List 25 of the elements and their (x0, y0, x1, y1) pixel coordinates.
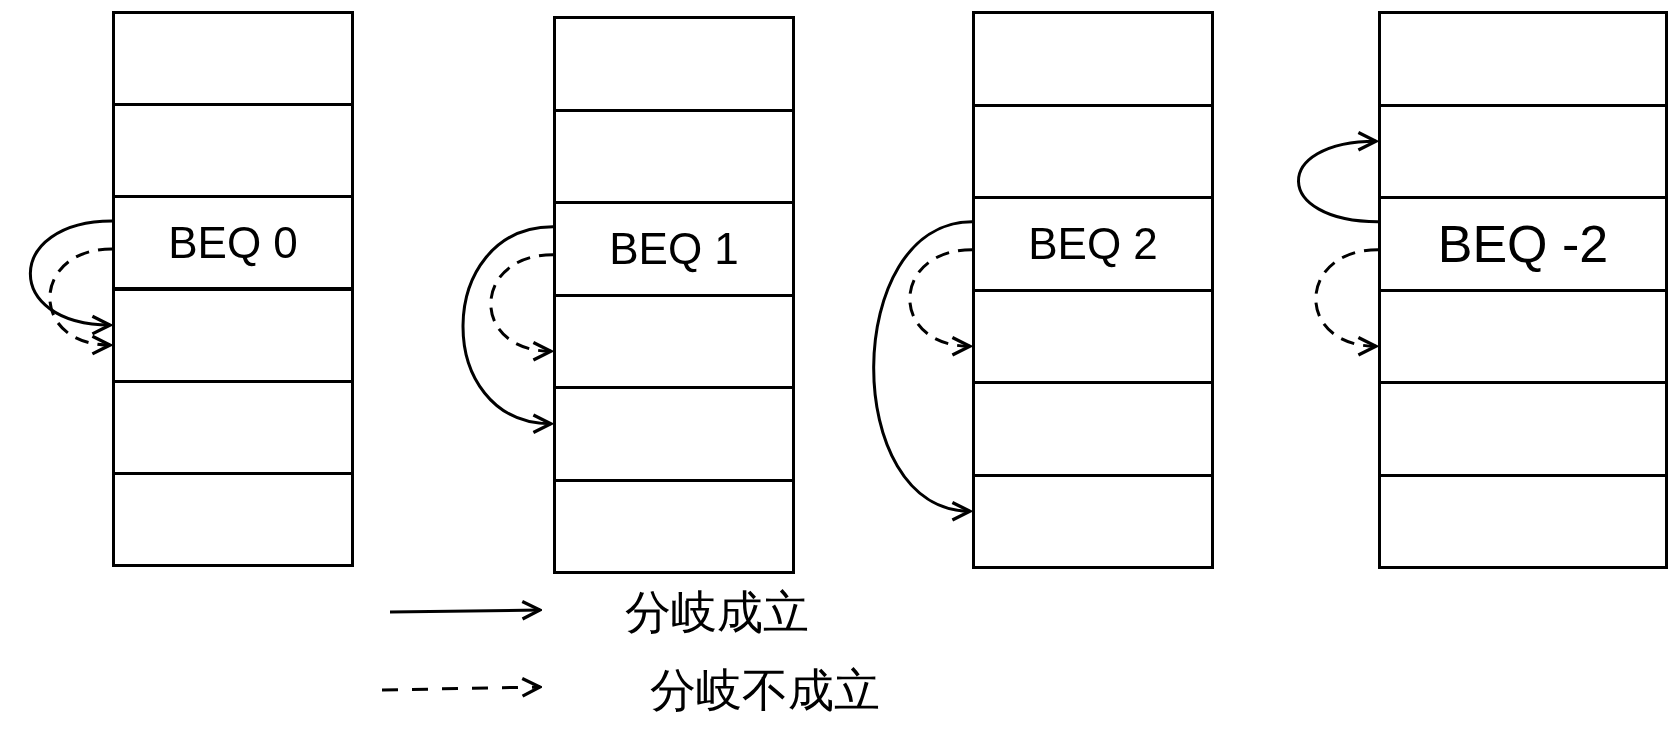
memory-cell (1378, 11, 1668, 107)
arrow (29, 219, 113, 335)
legend-text: 分岐不成立 (650, 663, 880, 718)
instruction-label: BEQ -2 (1437, 213, 1609, 274)
memory-cell (1378, 196, 1668, 292)
memory-cell (972, 11, 1214, 107)
arrow (1297, 132, 1379, 224)
memory-cell (972, 381, 1214, 477)
instruction-label: BEQ 1 (609, 223, 739, 274)
memory-cell (972, 196, 1214, 292)
memory-cell (1378, 381, 1668, 477)
arrow (461, 225, 554, 432)
legend-text: 分岐成立 (625, 585, 809, 640)
arrow (48, 247, 113, 354)
memory-cell (553, 201, 795, 297)
instruction-label: BEQ 2 (1028, 218, 1158, 269)
memory-cell (112, 287, 354, 383)
memory-cell (112, 195, 354, 291)
memory-cell (553, 16, 795, 112)
arrow (489, 253, 554, 360)
memory-cell (553, 386, 795, 482)
instruction-label: BEQ 0 (168, 217, 298, 268)
arrow (908, 248, 973, 355)
arrow (872, 220, 973, 519)
arrow (1314, 248, 1379, 355)
